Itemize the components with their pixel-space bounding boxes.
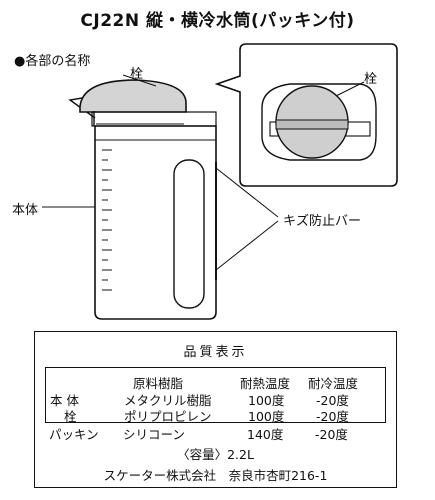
row-part: 本 体 — [50, 393, 79, 408]
row-material: メタクリル樹脂 — [124, 393, 212, 408]
row-material: シリコーン — [123, 427, 185, 442]
quality-label-box: 品質表示 原料樹脂 耐熱温度 耐冷温度 本 体 メタクリル樹脂 100度 -20… — [34, 331, 397, 488]
row-cold: -20度 — [315, 427, 348, 442]
row-material: ポリプロピレン — [124, 409, 212, 424]
row-heat: 140度 — [247, 427, 284, 442]
row-heat: 100度 — [248, 409, 285, 424]
scratch-bar-label: キズ防止バー — [283, 214, 362, 229]
handle-grip — [173, 159, 205, 309]
header-heat: 耐熱温度 — [240, 376, 291, 391]
pitcher-diagram — [42, 43, 398, 320]
header-cold: 耐冷温度 — [308, 376, 359, 391]
quality-table: 原料樹脂 耐熱温度 耐冷温度 本 体 メタクリル樹脂 100度 -20度 栓 ポ… — [45, 367, 386, 424]
row-part: パッキン — [49, 427, 99, 442]
page-title: CJ22N 縦・横冷水筒(パッキン付) — [80, 11, 355, 31]
scale-marks — [102, 149, 112, 291]
section-label: ●各部の名称 — [14, 54, 91, 69]
row-cold: -20度 — [316, 409, 349, 424]
row-heat: 100度 — [248, 393, 285, 408]
lid — [79, 79, 187, 113]
body-label: 本体 — [12, 203, 39, 218]
manufacturer-text: スケーター株式会社 奈良市杏町216-1 — [103, 468, 328, 483]
row-cold: -20度 — [316, 393, 349, 408]
quality-title: 品質表示 — [183, 345, 248, 360]
lid-zoom-label: 栓 — [364, 72, 378, 87]
row-part: 栓 — [64, 409, 77, 424]
header-material: 原料樹脂 — [133, 376, 184, 391]
capacity-text: 〈容量〉2.2L — [177, 447, 254, 462]
lid-label: 栓 — [130, 67, 144, 82]
